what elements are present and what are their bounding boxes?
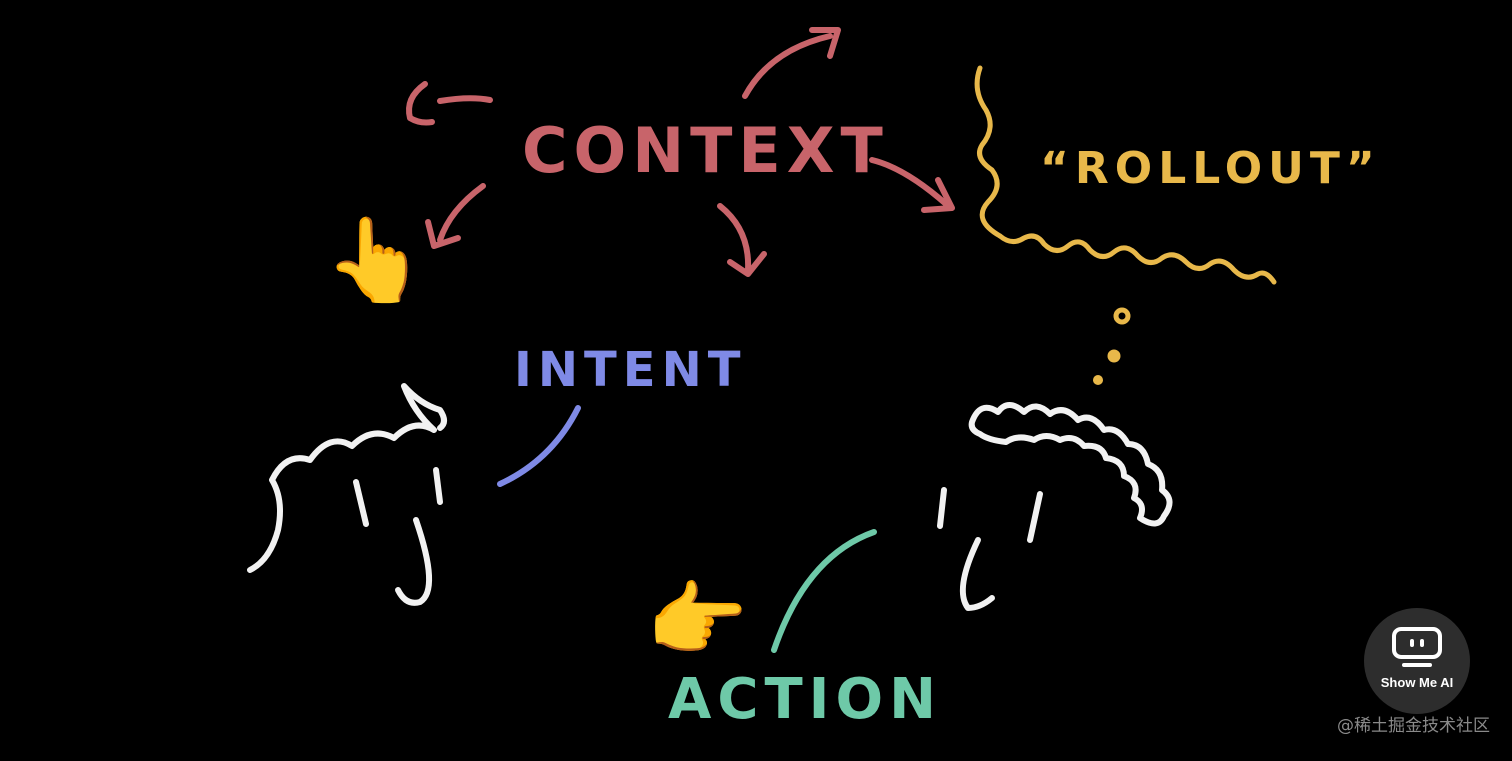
rollout-label: “ROLLOUT” <box>1040 143 1381 194</box>
right-face-doodle <box>937 402 1173 611</box>
show-me-ai-badge[interactable]: Show Me AI <box>1364 608 1470 714</box>
curly-hair <box>968 402 1173 527</box>
thought-dot-large <box>1113 307 1131 325</box>
arrow-down-icon <box>717 203 767 277</box>
rollout-bubble <box>974 65 1277 385</box>
context-label: CONTEXT <box>522 114 889 187</box>
thought-dot-small <box>1093 375 1103 385</box>
left-mouth <box>395 517 432 606</box>
curly-brace <box>974 65 1003 239</box>
arrow-up-right-icon <box>742 27 841 99</box>
robot-screen-icon <box>1392 626 1442 659</box>
arrow-down-left-icon <box>425 183 486 249</box>
robot-eye-left <box>1410 638 1414 647</box>
badge-label: Show Me AI <box>1380 674 1454 690</box>
pointing-right-hand-icon: 👉 <box>646 573 748 668</box>
robot-eye-right <box>1420 638 1424 647</box>
thought-dot-medium <box>1107 349 1121 363</box>
left-face-doodle <box>247 383 447 606</box>
intent-pointer-line <box>497 405 581 487</box>
intent-label: INTENT <box>514 342 746 398</box>
messy-hair <box>247 383 447 573</box>
left-eye-1 <box>353 479 369 527</box>
right-mouth <box>959 537 995 611</box>
right-eye-1 <box>937 487 947 529</box>
arrow-left-icon <box>406 81 493 126</box>
right-eye-2 <box>1027 491 1043 543</box>
wavy-underline <box>997 233 1277 285</box>
pointing-up-hand-icon: 👆 <box>324 213 426 308</box>
watermark-text: @稀土掘金技术社区 <box>1337 716 1490 736</box>
left-eye-2 <box>433 467 443 505</box>
context-arrows <box>406 27 955 277</box>
action-label: ACTION <box>668 667 942 732</box>
arrow-right-icon <box>869 157 955 213</box>
action-pointer-line <box>771 529 877 653</box>
robot-stand <box>1402 662 1432 667</box>
